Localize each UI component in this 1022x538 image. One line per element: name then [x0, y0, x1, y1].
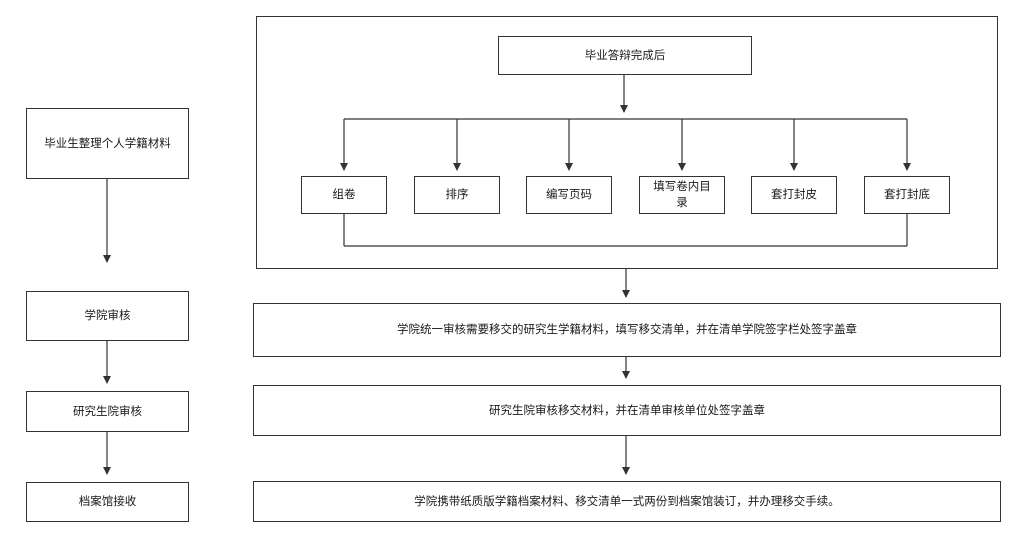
detail-archive-receive: 学院携带纸质版学籍档案材料、移交清单一式两份到档案馆装订，并办理移交手续。: [253, 481, 1001, 522]
step-organize-materials-label: 毕业生整理个人学籍材料: [44, 135, 171, 150]
step-archive-receive: 档案馆接收: [26, 482, 189, 522]
task-box-2: 排序: [414, 176, 500, 214]
task-box-1-label: 组卷: [332, 187, 356, 202]
step-organize-materials: 毕业生整理个人学籍材料: [26, 108, 189, 179]
task-box-5-label: 套打封皮: [771, 187, 817, 202]
task-box-2-label: 排序: [445, 187, 469, 202]
step-archive-receive-label: 档案馆接收: [78, 494, 137, 509]
task-box-6: 套打封底: [864, 176, 950, 214]
task-box-3-label: 编写页码: [546, 187, 592, 202]
detail-college-review: 学院统一审核需要移交的研究生学籍材料，填写移交清单，并在清单学院签字栏处签字盖章: [253, 303, 1001, 357]
step-college-review: 学院审核: [26, 291, 189, 341]
step-grad-school-review: 研究生院审核: [26, 391, 189, 432]
detail-college-review-text: 学院统一审核需要移交的研究生学籍材料，填写移交清单，并在清单学院签字栏处签字盖章: [397, 322, 857, 337]
task-box-3: 编写页码: [526, 176, 612, 214]
detail-grad-school-review: 研究生院审核移交材料，并在清单审核单位处签字盖章: [253, 385, 1001, 436]
task-box-1: 组卷: [301, 176, 387, 214]
task-box-6-label: 套打封底: [884, 187, 930, 202]
task-box-5: 套打封皮: [751, 176, 837, 214]
step-college-review-label: 学院审核: [84, 308, 131, 323]
start-box: 毕业答辩完成后: [498, 36, 752, 75]
detail-archive-receive-text: 学院携带纸质版学籍档案材料、移交清单一式两份到档案馆装订，并办理移交手续。: [414, 493, 840, 508]
compilation-frame: [256, 16, 998, 269]
start-box-label: 毕业答辩完成后: [584, 47, 666, 62]
task-box-4: 填写卷内目录: [639, 176, 725, 214]
task-box-4-label: 填写卷内目录: [653, 179, 711, 209]
detail-grad-school-review-text: 研究生院审核移交材料，并在清单审核单位处签字盖章: [489, 402, 765, 417]
step-grad-school-review-label: 研究生院审核: [73, 403, 142, 418]
